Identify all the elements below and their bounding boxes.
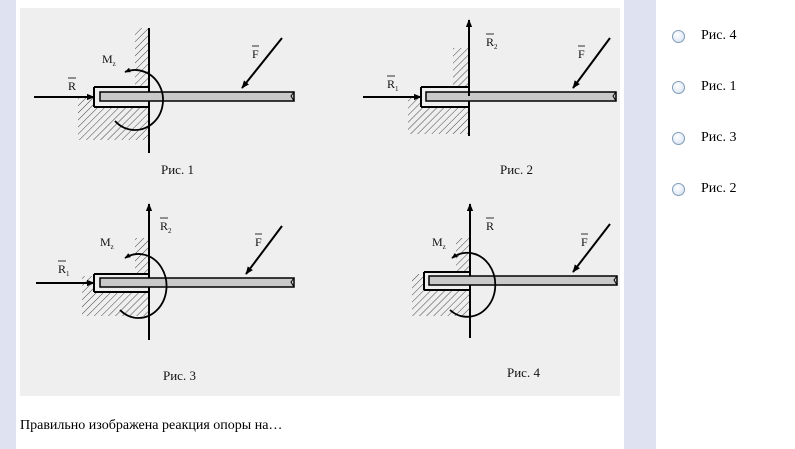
figure-2-caption: Рис. 2 <box>500 162 533 177</box>
force-label: F <box>255 235 262 249</box>
answer-label: Рис. 4 <box>701 28 737 43</box>
moment-label: Mz <box>102 52 116 68</box>
force-arrow <box>572 37 611 89</box>
beam <box>99 277 295 288</box>
figure-1-caption: Рис. 1 <box>161 162 194 177</box>
wall-hatch-top <box>135 28 149 96</box>
figure-area: Mz R F R1 R2 <box>20 8 620 396</box>
reaction-x-label: R1 <box>58 262 70 278</box>
embed-outline <box>423 271 470 291</box>
beam <box>425 91 617 102</box>
beam <box>99 91 295 102</box>
answer-label: Рис. 1 <box>701 79 737 94</box>
radio-button[interactable] <box>672 29 685 43</box>
moment-arc <box>114 67 164 131</box>
reaction-label: R <box>68 79 76 93</box>
wall-hatch-top <box>456 238 470 274</box>
figure-2: R1 R2 F <box>363 19 617 136</box>
answer-option-4[interactable]: Рис. 2 <box>672 179 792 199</box>
wall-hatch-top <box>135 238 149 276</box>
answer-option-1[interactable]: Рис. 4 <box>672 26 792 46</box>
force-label: F <box>252 47 259 61</box>
left-margin-strip <box>0 0 16 449</box>
figure-1: Mz R F <box>34 28 295 153</box>
question-panel: Mz R F R1 R2 <box>16 0 624 449</box>
moment-label: Mz <box>100 235 114 251</box>
radio-button[interactable] <box>672 80 685 94</box>
answer-label: Рис. 2 <box>701 181 737 196</box>
divider-strip <box>624 0 656 449</box>
moment-arc <box>119 253 168 319</box>
question-text: Правильно изображена реакция опоры на… <box>20 418 283 433</box>
reaction-y-label: R2 <box>160 219 172 235</box>
beam-break <box>612 91 617 102</box>
figure-3-caption: Рис. 3 <box>163 368 196 383</box>
answer-option-2[interactable]: Рис. 1 <box>672 77 792 97</box>
force-arrow <box>245 225 283 275</box>
wall-hatch-top <box>453 48 469 96</box>
figure-4-caption: Рис. 4 <box>507 365 540 380</box>
radio-button[interactable] <box>672 182 685 196</box>
figure-3: Mz R1 R2 F <box>36 203 295 340</box>
beam-break <box>613 275 618 286</box>
reaction-y-label: R2 <box>486 35 498 51</box>
force-label: F <box>581 235 588 249</box>
beam-break <box>290 277 295 288</box>
figure-4: Mz R F <box>412 203 618 338</box>
moment-arc <box>449 251 497 318</box>
figures-svg: Mz R F R1 R2 <box>34 19 618 340</box>
reaction-x-label: R1 <box>387 77 399 93</box>
answer-option-3[interactable]: Рис. 3 <box>672 128 792 148</box>
reaction-label: R <box>486 219 494 233</box>
radio-button[interactable] <box>672 131 685 145</box>
force-label: F <box>578 47 585 61</box>
force-arrow <box>241 37 283 89</box>
beam-break <box>290 91 295 102</box>
beam <box>428 275 618 286</box>
force-arrow <box>572 223 611 273</box>
answer-options: Рис. 4 Рис. 1 Рис. 3 Рис. 2 <box>672 26 792 230</box>
answer-label: Рис. 3 <box>701 130 737 145</box>
moment-label: Mz <box>432 235 446 251</box>
